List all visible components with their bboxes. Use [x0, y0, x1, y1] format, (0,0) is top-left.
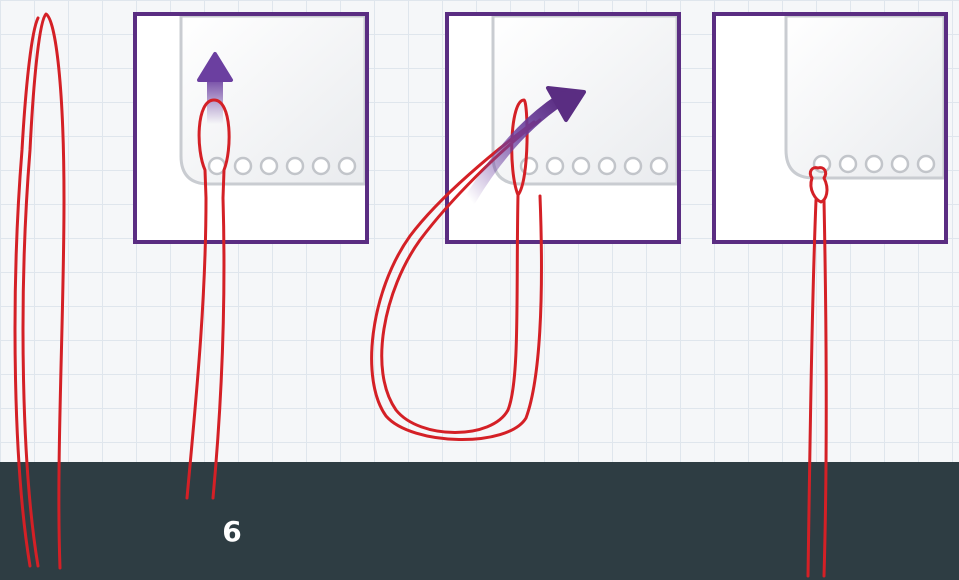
- step-panel-pull-loop-over: [445, 12, 681, 244]
- panel-card-illustration: [449, 16, 677, 240]
- footer-band: [0, 462, 959, 580]
- panel-card-illustration: [137, 16, 365, 240]
- card-edge: [786, 16, 944, 178]
- panel-card-illustration: [716, 16, 944, 240]
- step-number-label: 6: [215, 515, 249, 548]
- step-panel-tighten-knot: [712, 12, 948, 244]
- step-panel-push-loop: [133, 12, 369, 244]
